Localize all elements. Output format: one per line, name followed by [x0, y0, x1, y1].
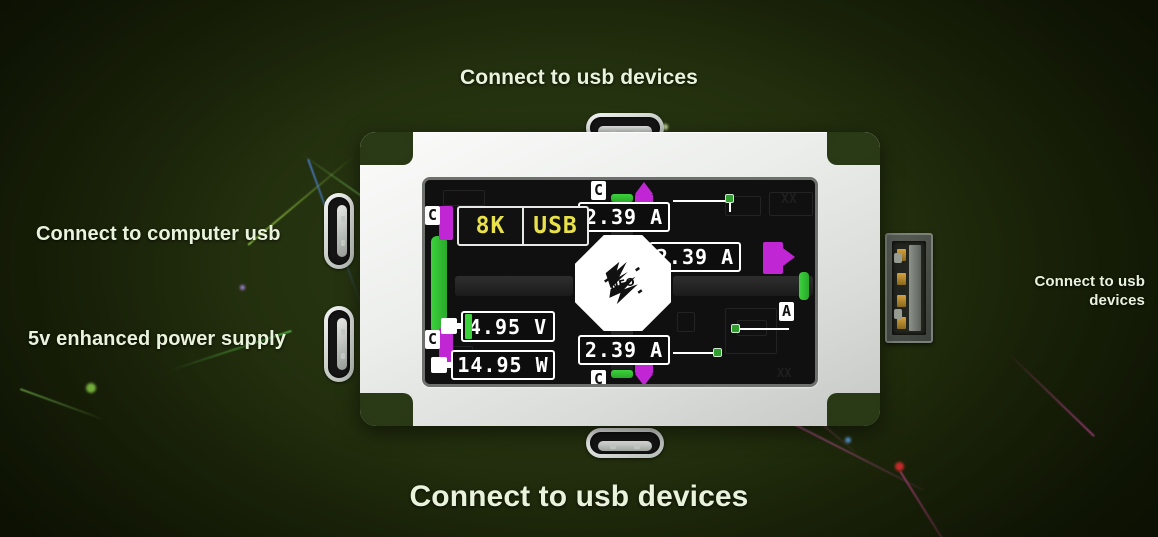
glow-dot-cyan	[845, 437, 851, 443]
corner-notch-bottom-left	[360, 393, 413, 426]
direction-arrow-top-icon	[635, 182, 653, 194]
readout-voltage: 4.95 V	[461, 311, 555, 342]
signal-node	[731, 324, 740, 333]
plug-glyph-voltage-icon	[441, 318, 463, 334]
usb-c-port-left-upper-icon	[324, 193, 354, 269]
device-corner-cuts	[360, 132, 880, 426]
pcb-decoration	[443, 190, 485, 206]
voltage-level-indicator	[465, 314, 472, 339]
pcb-decoration	[725, 308, 777, 354]
usb-tester-device: XX XX L/ C C C	[360, 132, 880, 426]
signal-wire	[733, 328, 789, 330]
signal-wire	[673, 352, 717, 354]
pcb-decoration-text: XX	[777, 366, 792, 380]
usb-c-cavity	[328, 197, 350, 265]
usb-a-notch	[894, 253, 902, 263]
port-marker-bottom: C	[591, 370, 607, 384]
signal-node	[725, 194, 734, 203]
corner-notch-top-left	[360, 132, 413, 165]
badge-8k-label: 8K	[475, 213, 506, 239]
badge-8k-usb: 8K USB	[457, 206, 589, 246]
usb-a-notch	[894, 309, 902, 319]
indicator-bar-right	[763, 242, 783, 274]
label-connect-right: Connect to usb devices	[1034, 273, 1145, 309]
usb-c-pin	[341, 329, 345, 335]
device-display: XX XX L/ C C C	[422, 177, 818, 387]
label-power-supply: 5v enhanced power supply	[28, 328, 287, 350]
glow-dot-spark-3	[240, 285, 245, 290]
pcb-decoration	[677, 312, 695, 332]
display-surface: XX XX L/ C C C	[425, 180, 815, 384]
rail-active-right	[799, 272, 809, 300]
usb-c-pin	[341, 353, 345, 359]
usb-c-port-bottom-icon	[586, 428, 664, 458]
rail-active-left	[431, 236, 447, 334]
neo-brand-logo-icon: NEO	[575, 235, 671, 331]
pcb-decoration	[725, 196, 761, 216]
port-marker-left-lower: C	[425, 330, 441, 349]
usb-c-port-left-lower-icon	[324, 306, 354, 382]
usb-a-contact	[897, 295, 906, 307]
readout-power: 14.95 W	[451, 350, 555, 380]
badge-usb-label: USB	[533, 213, 578, 239]
pcb-decoration-text: XX	[781, 192, 797, 207]
usb-a-blade	[909, 245, 921, 331]
bus-rail-right-horizontal	[673, 276, 813, 296]
signal-node	[713, 348, 722, 357]
port-marker-right: A	[779, 302, 795, 321]
usb-c-cavity	[328, 310, 350, 378]
readout-current-bottom: 2.39 A	[578, 335, 670, 365]
streak-magenta-edge	[1007, 352, 1096, 438]
signal-wire	[673, 200, 731, 202]
label-connect-computer: Connect to computer usb	[36, 223, 281, 245]
indicator-bar-left-upper	[439, 206, 453, 240]
glow-dot-green	[86, 383, 96, 393]
direction-arrow-right-icon	[783, 248, 795, 266]
usb-a-port-icon	[885, 233, 933, 343]
rail-active-top	[611, 194, 633, 202]
signal-wire	[729, 200, 731, 212]
usb-a-contact	[897, 273, 906, 285]
plug-glyph-power-icon	[431, 357, 453, 373]
bus-rail-left-horizontal	[455, 276, 573, 296]
port-marker-left-upper: C	[425, 206, 441, 225]
usb-c-pin	[341, 216, 345, 222]
usb-c-tongue	[337, 318, 347, 370]
indicator-bar-left-lower	[439, 328, 453, 362]
corner-notch-top-right	[827, 132, 880, 165]
label-connect-top: Connect to usb devices	[460, 66, 698, 89]
rail-active-bottom	[611, 370, 633, 378]
readout-current-top: 2.39 A	[578, 202, 670, 232]
usb-c-pin	[610, 445, 616, 449]
corner-notch-bottom-right	[827, 393, 880, 426]
streak-green-4	[19, 388, 105, 421]
glow-dot-red	[895, 462, 904, 471]
label-connect-bottom: Connect to usb devices	[409, 480, 749, 513]
usb-c-tongue	[598, 441, 652, 451]
usb-c-tongue	[598, 126, 652, 136]
usb-a-cavity	[892, 241, 926, 335]
usb-c-tongue	[337, 205, 347, 257]
direction-arrow-bottom-icon	[635, 374, 653, 384]
usb-c-pin	[634, 445, 640, 449]
usb-a-contact	[897, 317, 906, 329]
port-marker-top: C	[591, 181, 607, 200]
badge-divider	[522, 208, 524, 244]
usb-c-cavity	[590, 432, 660, 454]
pcb-decoration	[769, 192, 813, 216]
usb-c-pin	[341, 240, 345, 246]
svg-text:NEO: NEO	[609, 276, 636, 293]
